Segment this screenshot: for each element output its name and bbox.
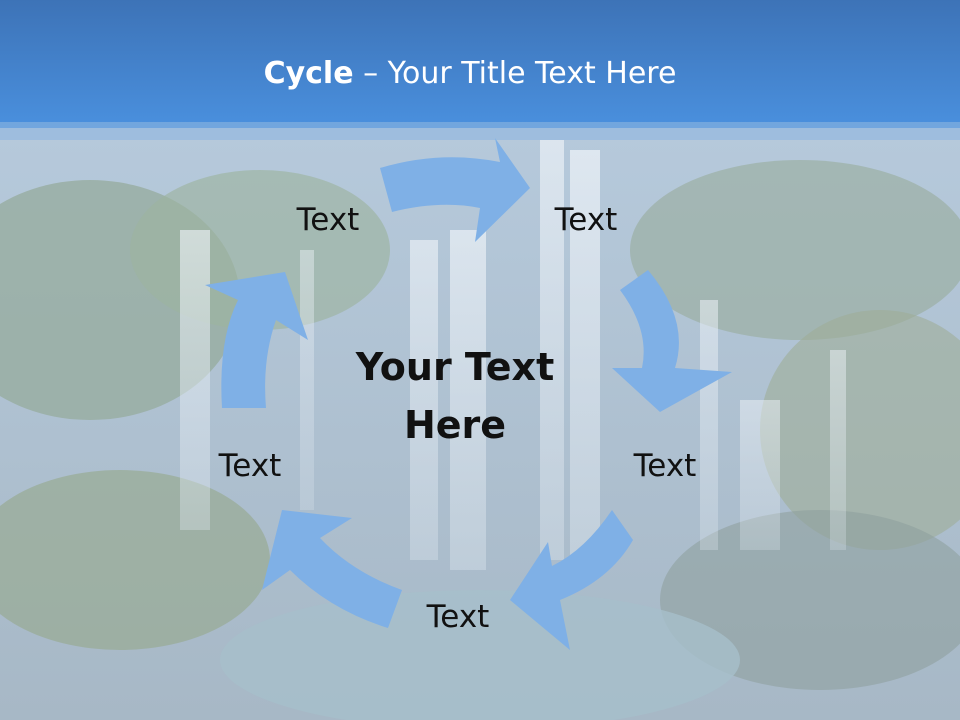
center-text: Your Text Here [330, 338, 580, 454]
cycle-arrow-1 [380, 138, 530, 242]
slide-title: Cycle – Your Title Text Here [0, 52, 940, 96]
center-text-line1: Your Text [355, 345, 555, 389]
cycle-label-2: Text [554, 202, 618, 238]
cycle-arrow-3 [510, 510, 633, 650]
cycle-arrow-2 [612, 270, 732, 412]
cycle-arrow-4 [262, 510, 402, 628]
cycle-arrow-5 [205, 272, 308, 408]
title-bold: Cycle [263, 56, 354, 91]
cycle-label-5: Text [218, 448, 282, 484]
center-text-line2: Here [403, 403, 507, 447]
title-rest: – Your Title Text Here [353, 56, 677, 91]
cycle-label-3: Text [633, 448, 697, 484]
cycle-label-1: Text [296, 202, 360, 238]
cycle-label-4: Text [426, 599, 490, 635]
